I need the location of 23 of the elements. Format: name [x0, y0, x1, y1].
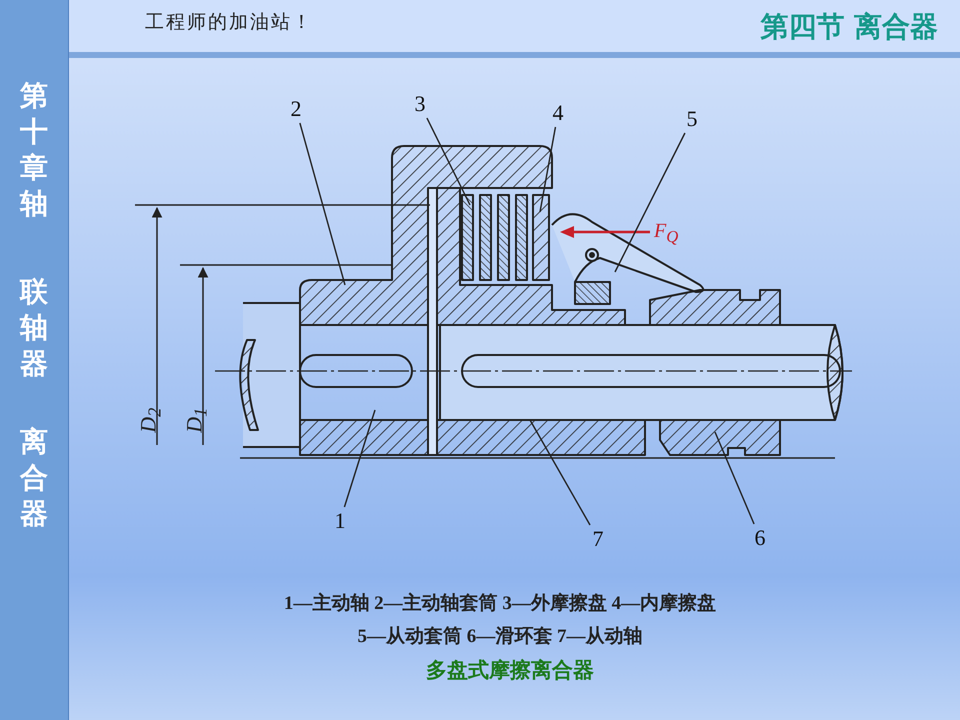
leader-line: [614, 132, 686, 272]
figure-caption: 多盘式摩擦离合器: [425, 657, 595, 684]
callout-number: 1: [329, 508, 351, 534]
leader-line: [426, 118, 471, 206]
callout-number: 7: [587, 526, 609, 552]
leader-line: [529, 420, 591, 526]
callout-number: 4: [547, 100, 569, 126]
slide-title: 第四节 离合器: [760, 9, 938, 45]
leader-line: [539, 126, 556, 212]
part-list: 5—从动套筒 6—滑环套 7—从动轴: [180, 623, 820, 649]
part-list: 1—主动轴 2—主动轴套筒 3—外摩擦盘 4—内摩擦盘: [180, 590, 820, 616]
chapter-title: 离合器: [18, 424, 49, 532]
callout-number: 3: [409, 91, 431, 117]
leader-line: [714, 432, 755, 524]
callout-number: 2: [285, 96, 307, 122]
chapter-title: 第十章轴: [18, 78, 49, 222]
leader-line: [299, 122, 346, 286]
chapter-title: 联轴器: [18, 274, 49, 382]
callout-number: 5: [681, 106, 703, 132]
leader-line: [344, 410, 376, 508]
header-text: 工程师的加油站！: [145, 11, 313, 35]
force-label: F$_{Q}$: [654, 220, 678, 247]
callout-number: 6: [749, 525, 771, 551]
